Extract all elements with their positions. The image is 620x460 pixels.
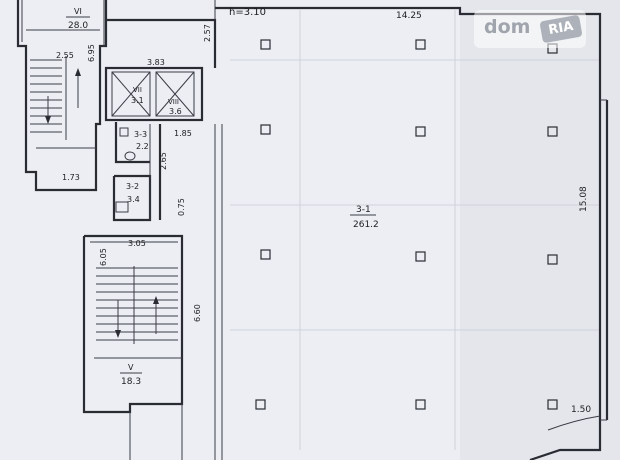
- dim-0-75: 0.75: [177, 198, 186, 216]
- dim-6-95: 6.95: [87, 44, 96, 62]
- walls: [16, 0, 609, 460]
- dim-right-height: 15.08: [579, 186, 589, 212]
- dim-3-83: 3.83: [147, 58, 165, 67]
- room-vii-area: 3.1: [131, 96, 144, 105]
- room-v-area: 18.3: [121, 377, 141, 387]
- dim-3-05: 3.05: [128, 239, 146, 248]
- dim-top-width: 14.25: [396, 11, 422, 21]
- toilet-fixtures: [115, 127, 136, 213]
- room-viii-area: 3.6: [169, 107, 182, 116]
- columns: [255, 39, 558, 410]
- room-vii-number: VII: [133, 86, 142, 94]
- room-3-2-area: 3.4: [127, 195, 140, 204]
- room-viii-number: VIII: [168, 98, 179, 106]
- dim-6-05: 6.05: [99, 248, 108, 266]
- watermark-logo: dom: [484, 16, 531, 38]
- room-3-2-number: 3-2: [126, 182, 139, 191]
- room-labels: VI 28.0 VII 3.1 VIII 3.6 3-3 2.2 3-2 3.4…: [66, 7, 379, 387]
- faint-grid: [230, 10, 600, 450]
- stair-treads-vi: [30, 56, 81, 140]
- ceiling-height: h=3.10: [229, 7, 266, 18]
- room-3-3-number: 3-3: [134, 130, 147, 139]
- room-3-1-area: 261.2: [353, 220, 379, 230]
- dim-1-85: 1.85: [174, 129, 192, 138]
- room-v-number: V: [128, 363, 134, 372]
- dim-1-73: 1.73: [62, 173, 80, 182]
- room-vi-number: VI: [74, 7, 82, 16]
- dim-bottom-right: 1.50: [571, 405, 591, 415]
- dim-2-57: 2.57: [203, 24, 212, 42]
- dim-2-65: 2.65: [159, 152, 168, 170]
- dim-6-60: 6.60: [193, 304, 202, 322]
- room-3-1-number: 3-1: [356, 205, 371, 215]
- room-vi-area: 28.0: [68, 21, 88, 31]
- dimension-labels: h=3.10 14.25 15.08 1.50 2.57 6.95 2.55 3…: [56, 7, 591, 415]
- stair-treads-v: [96, 266, 178, 344]
- dim-2-55: 2.55: [56, 51, 74, 60]
- room-3-3-area: 2.2: [136, 142, 149, 151]
